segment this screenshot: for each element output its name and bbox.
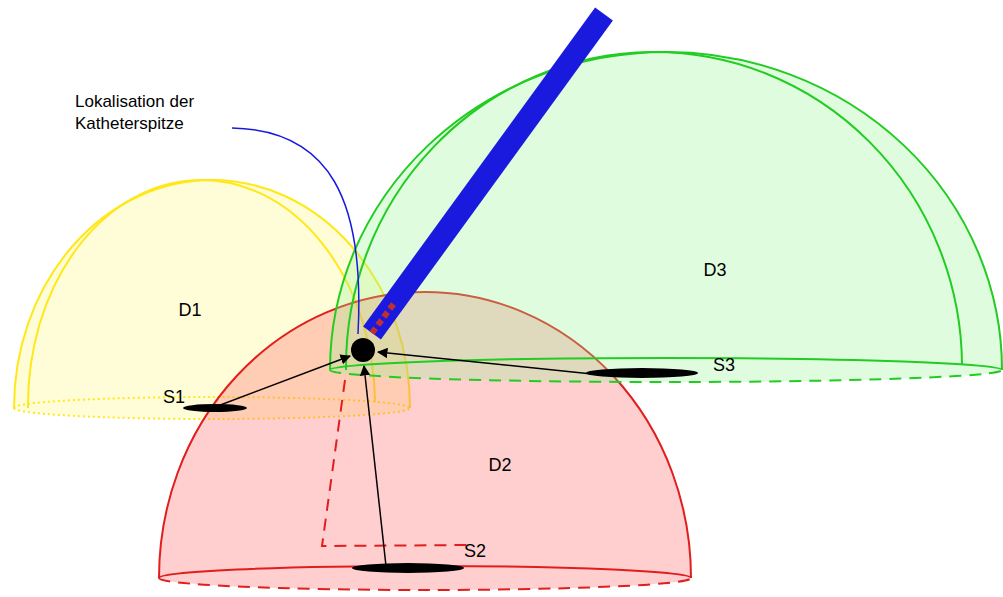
dome-arc: [330, 52, 1002, 370]
hemisphere-fill: [330, 52, 1002, 382]
hidden-edge: [322, 380, 470, 546]
leader-line: [232, 128, 359, 334]
catheter-inside: [372, 302, 395, 333]
sensor-label: S3: [713, 355, 735, 376]
distance-arrow: [364, 366, 386, 566]
dome-arc: [346, 52, 962, 370]
region-label: D3: [703, 260, 726, 281]
callout-label: Lokalisation der Katheterspitze: [75, 91, 225, 135]
sensor-s1: [183, 404, 247, 412]
region-label: D1: [178, 300, 201, 321]
sensor-s2: [352, 563, 464, 573]
hemisphere: D3: [330, 52, 1002, 384]
distance-arrow: [215, 356, 350, 407]
catheter: [372, 14, 604, 333]
base-front: [330, 358, 1002, 370]
sensor-label: S1: [163, 387, 185, 408]
catheter-tip: [351, 338, 375, 362]
sensor-label: S2: [464, 541, 486, 562]
distance-arrow: [378, 352, 592, 374]
base-back: [159, 578, 691, 590]
sensor-s3: [586, 368, 698, 378]
region-label: D2: [488, 455, 511, 476]
hemisphere-outline: [330, 52, 1002, 384]
